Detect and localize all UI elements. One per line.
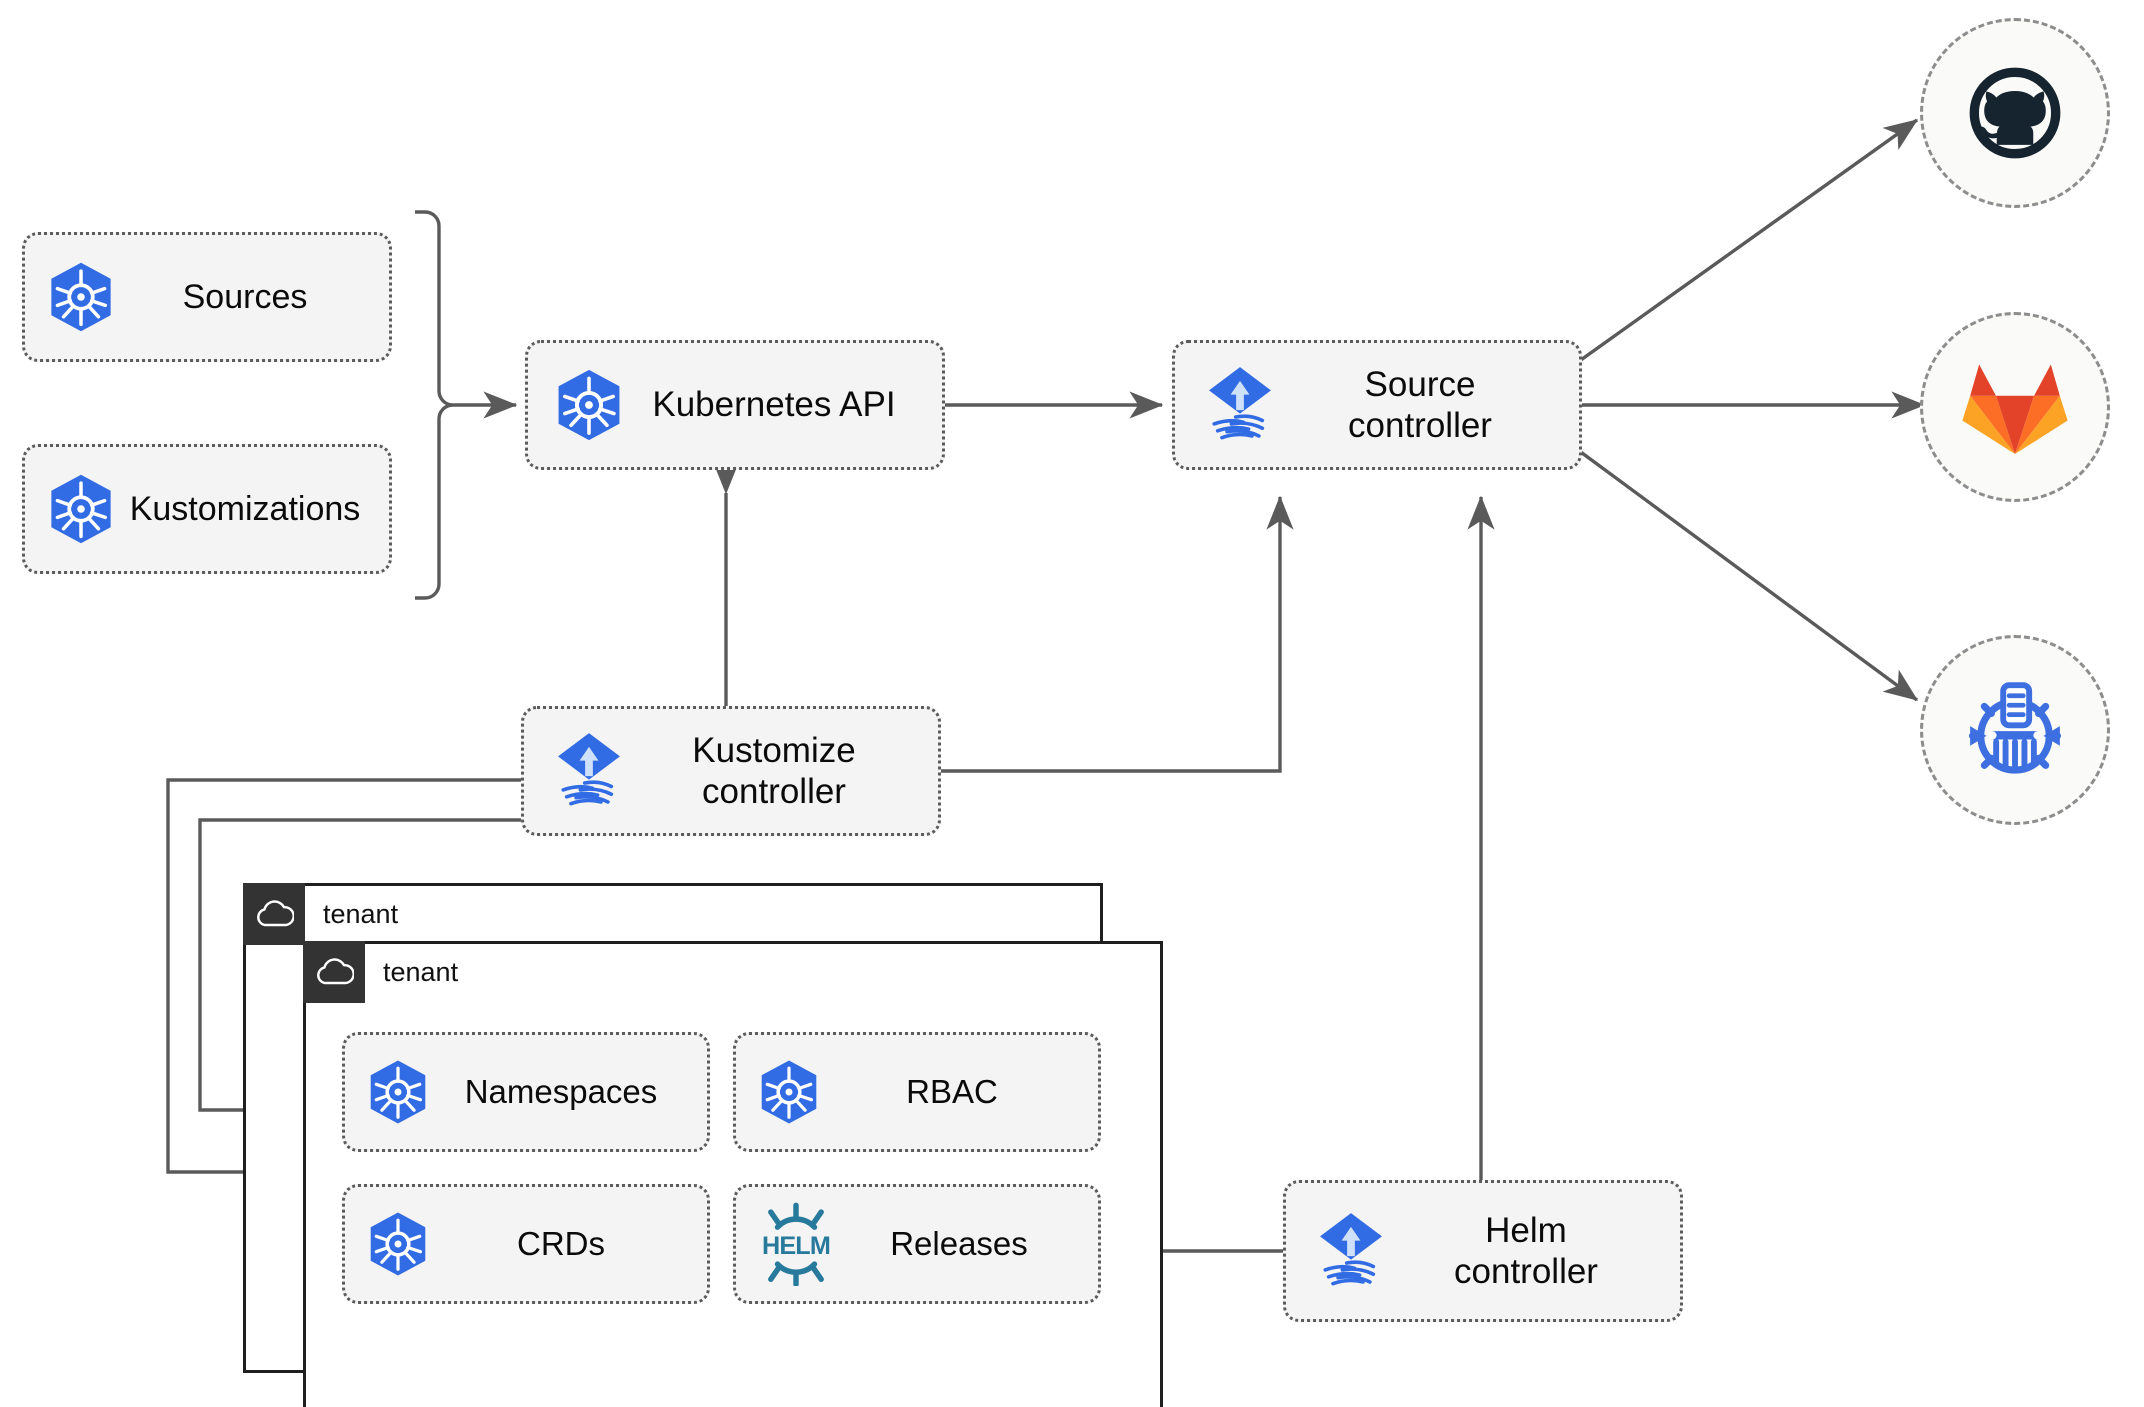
node-label-line2: controller [1454,1252,1598,1291]
node-label: Kustomize controller [632,730,916,813]
flux-icon [1197,362,1283,448]
github-icon [1969,67,2061,159]
helm-repo-icon [1968,682,2062,774]
node-crds[interactable]: CRDs [342,1184,710,1304]
external-source-helm-repository[interactable] [1920,635,2110,825]
node-label: CRDs [517,1224,605,1262]
tenant-label-front: tenant [383,956,459,987]
node-kustomizations[interactable]: Kustomizations [22,444,392,574]
kubernetes-icon [754,1057,824,1127]
node-label: Source controller [1283,364,1557,447]
node-label: Kubernetes API [652,385,896,425]
node-label-line2: controller [702,772,846,811]
node-kustomize-controller[interactable]: Kustomize controller [521,706,941,836]
svg-text:HELM: HELM [762,1232,830,1260]
node-label: Namespaces [464,1072,658,1110]
tenant-tab-front: tenant [303,941,458,1003]
node-label-line1: Kustomize [692,730,856,770]
node-releases[interactable]: HELM Releases [733,1184,1101,1304]
kubernetes-icon [550,366,628,444]
external-source-github[interactable] [1920,18,2110,208]
node-label: Helm controller [1394,1210,1658,1293]
node-source-controller[interactable]: Source controller [1172,340,1582,470]
gitlab-icon [1962,364,2068,455]
node-sources[interactable]: Sources [22,232,392,362]
node-label: RBAC [906,1072,998,1110]
node-label-line1: Helm [1485,1210,1567,1250]
helm-icon: HELM [754,1202,838,1286]
kubernetes-icon [363,1057,433,1127]
kubernetes-icon [363,1209,433,1279]
node-label-line2: controller [1348,406,1492,445]
cloud-icon [243,883,305,945]
node-label: Kustomizations [129,489,361,528]
node-rbac[interactable]: RBAC [733,1032,1101,1152]
node-label: Releases [890,1224,1028,1262]
external-source-gitlab[interactable] [1920,312,2110,502]
flux-icon [1308,1208,1394,1294]
kubernetes-icon [43,471,119,547]
flux-icon [546,728,632,814]
cloud-icon [303,941,365,1003]
tenant-label-back: tenant [323,898,399,929]
kubernetes-icon [43,259,119,335]
node-label-line1: Source [1364,364,1476,404]
tenant-container-front: tenant [303,941,1163,1407]
node-kubernetes-api[interactable]: Kubernetes API [525,340,945,470]
tenant-tab-back: tenant [243,883,398,945]
node-helm-controller[interactable]: Helm controller [1283,1180,1683,1322]
node-namespaces[interactable]: Namespaces [342,1032,710,1152]
node-label: Sources [182,277,308,316]
